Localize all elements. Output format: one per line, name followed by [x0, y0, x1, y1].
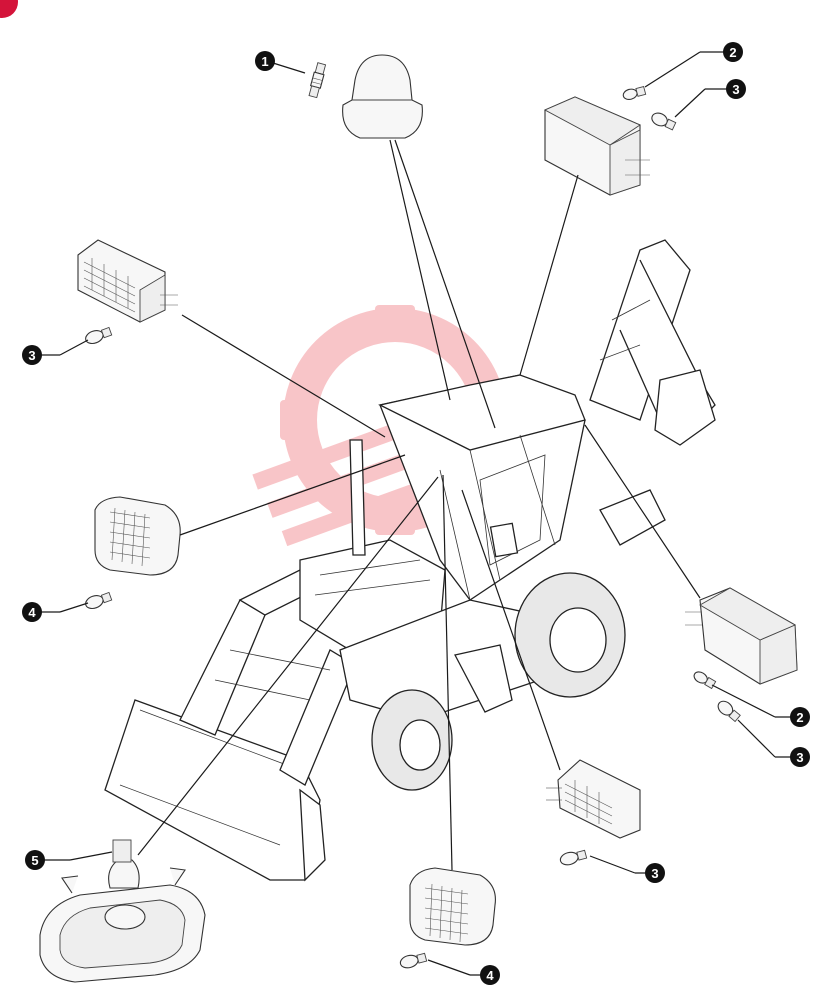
- callout-3-top: 3: [726, 79, 746, 99]
- rear-work-light-right: [685, 587, 798, 685]
- bulb-2-top: [622, 85, 647, 101]
- halogen-bulb-part-1: [308, 62, 327, 99]
- rear-work-light-top: [543, 96, 650, 196]
- callout-3-left: 3: [22, 345, 42, 365]
- bulb-4-left: [85, 591, 113, 610]
- bulb-3-right: [717, 700, 741, 723]
- callout-4-left: 4: [22, 602, 42, 622]
- bulb-3-left: [85, 326, 113, 345]
- callout-3-right: 3: [790, 747, 810, 767]
- bulb-3-bottom: [559, 849, 588, 866]
- callout-label: 4: [28, 605, 36, 620]
- callout-label: 3: [796, 750, 803, 765]
- callout-label: 5: [31, 853, 38, 868]
- interior-lamp-part-5: [39, 839, 206, 983]
- rotating-beacon-part: [342, 54, 423, 139]
- bulb-3-top: [651, 112, 677, 131]
- bulb-2-right: [693, 671, 717, 690]
- callout-2-right: 2: [790, 707, 810, 727]
- callout-2-top: 2: [723, 42, 743, 62]
- side-light-left: [94, 496, 181, 576]
- callout-1: 1: [255, 51, 275, 71]
- callout-label: 3: [651, 866, 658, 881]
- callout-label: 2: [796, 710, 803, 725]
- bulb-4-bottom: [399, 952, 428, 969]
- backhoe-loader-illustration: [104, 239, 716, 882]
- callout-4-bottom: 4: [480, 965, 500, 985]
- callout-label: 3: [732, 82, 739, 97]
- callout-label: 1: [261, 54, 268, 69]
- callout-5: 5: [25, 850, 45, 870]
- callout-label: 3: [28, 348, 35, 363]
- callout-3-bottom: 3: [645, 863, 665, 883]
- front-work-light-right: [546, 759, 641, 839]
- corner-badge-icon: [0, 0, 18, 18]
- callout-label: 2: [729, 45, 736, 60]
- front-work-light-left: [77, 239, 178, 323]
- leader-lines: [40, 51, 800, 976]
- side-light-bottom: [409, 867, 496, 946]
- callout-label: 4: [486, 968, 494, 983]
